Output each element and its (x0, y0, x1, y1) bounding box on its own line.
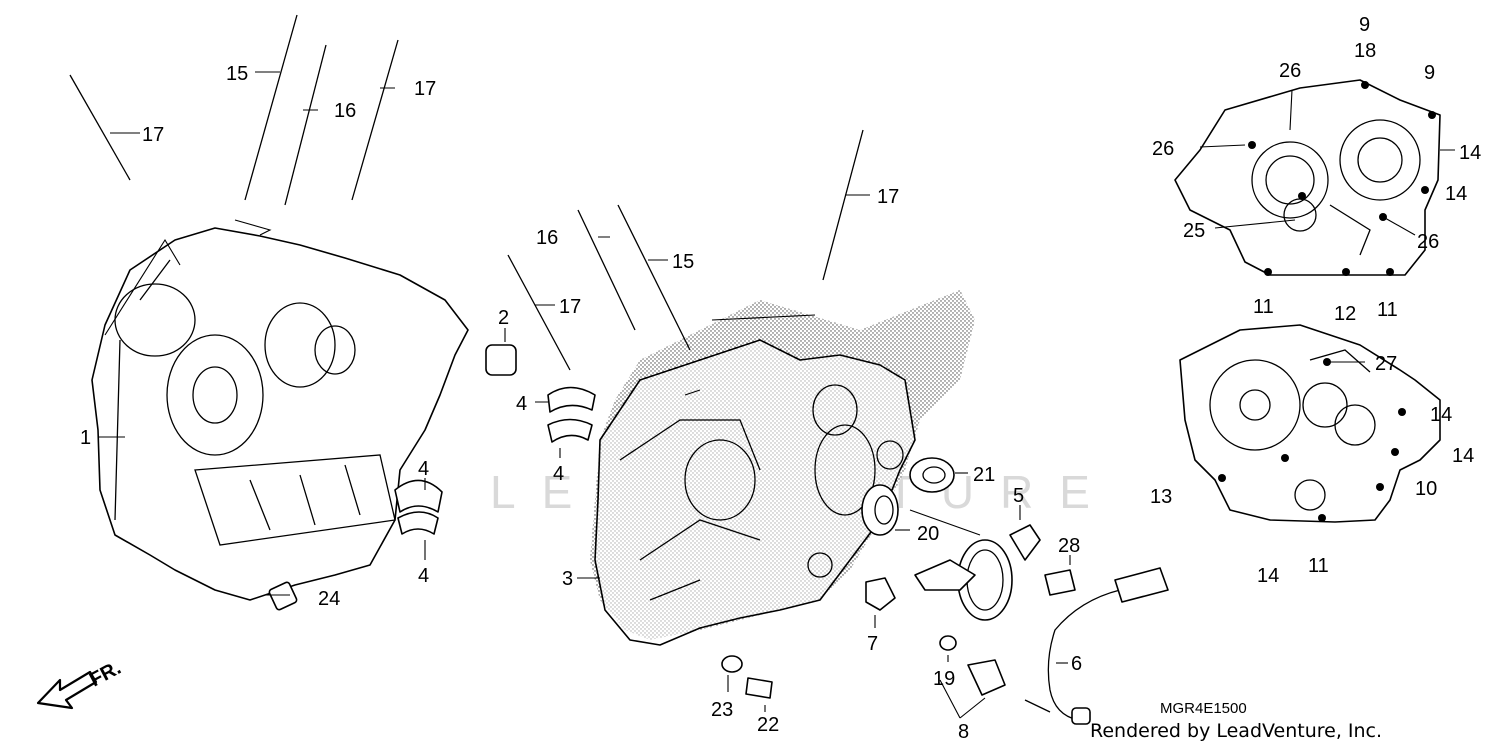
callout-9a: 9 (1359, 14, 1370, 36)
callout-11c: 11 (1308, 555, 1329, 577)
sensor-bracket (914, 524, 1041, 621)
callout-13: 13 (1150, 486, 1172, 508)
callout-2: 2 (498, 307, 509, 329)
callout-26b: 26 (1152, 138, 1174, 160)
callout-4c: 4 (516, 393, 527, 415)
callout-11b: 11 (1377, 299, 1398, 321)
front-marker-label: FR. (86, 657, 125, 692)
callout-20: 20 (917, 523, 939, 545)
bearing (909, 457, 955, 493)
diagram-code: MGR4E1500 (1160, 700, 1247, 717)
sensor-switch (967, 659, 1006, 696)
callout-6: 6 (1071, 653, 1082, 675)
callout-14a: 14 (1459, 142, 1481, 164)
callout-17b: 17 (414, 78, 436, 100)
right-studs (507, 129, 864, 371)
callout-8: 8 (958, 721, 969, 743)
oil-seal (861, 484, 899, 536)
bearing-shells-left (394, 479, 443, 535)
callout-23: 23 (711, 699, 733, 721)
callout-26c: 26 (1417, 231, 1439, 253)
right-crankcase (590, 290, 975, 646)
callout-4b: 4 (418, 565, 429, 587)
washer (939, 635, 957, 651)
callout-17a: 17 (142, 124, 164, 146)
callout-16a: 16 (334, 100, 356, 122)
callout-7: 7 (867, 633, 878, 655)
switch-sensor (865, 577, 896, 611)
callout-19: 19 (933, 668, 955, 690)
callout-25: 25 (1183, 220, 1205, 242)
callout-22: 22 (757, 714, 779, 736)
sealing-washer (721, 655, 743, 673)
callout-1: 1 (80, 427, 91, 449)
callout-11a: 11 (1253, 296, 1274, 318)
callout-24: 24 (318, 588, 340, 610)
callout-15a: 15 (226, 63, 248, 85)
callout-3: 3 (562, 568, 573, 590)
callout-15b: 15 (672, 251, 694, 273)
callout-16b: 16 (536, 227, 558, 249)
cover-holes-lower (1218, 358, 1406, 522)
callout-14e: 14 (1257, 565, 1279, 587)
callout-18: 18 (1354, 40, 1376, 62)
cover-holes-top (1248, 81, 1436, 276)
callout-21: 21 (973, 464, 995, 486)
left-studs (69, 14, 399, 206)
callout-10: 10 (1415, 478, 1437, 500)
callout-4a: 4 (418, 458, 429, 480)
dowel-pin (485, 344, 517, 376)
render-credit: Rendered by LeadVenture, Inc. (1090, 720, 1382, 742)
bolt (1044, 569, 1076, 596)
front-direction-arrow (36, 670, 98, 710)
callout-14c: 14 (1430, 404, 1452, 426)
cover-outer-view (1179, 324, 1441, 523)
callout-14d: 14 (1452, 445, 1474, 467)
callout-14b: 14 (1445, 183, 1467, 205)
callout-28: 28 (1058, 535, 1080, 557)
bearing-shells-middle (547, 386, 596, 443)
wire-harness (1024, 567, 1169, 725)
callout-27: 27 (1375, 353, 1397, 375)
callout-12: 12 (1334, 303, 1356, 325)
callout-4d: 4 (553, 463, 564, 485)
callout-17d: 17 (559, 296, 581, 318)
callout-9b: 9 (1424, 62, 1435, 84)
cover-inner-view (1174, 79, 1441, 276)
drain-bolt (745, 677, 773, 699)
left-crankcase (91, 227, 469, 611)
callout-5: 5 (1013, 485, 1024, 507)
callout-26a: 26 (1279, 60, 1301, 82)
callout-17c: 17 (877, 186, 899, 208)
